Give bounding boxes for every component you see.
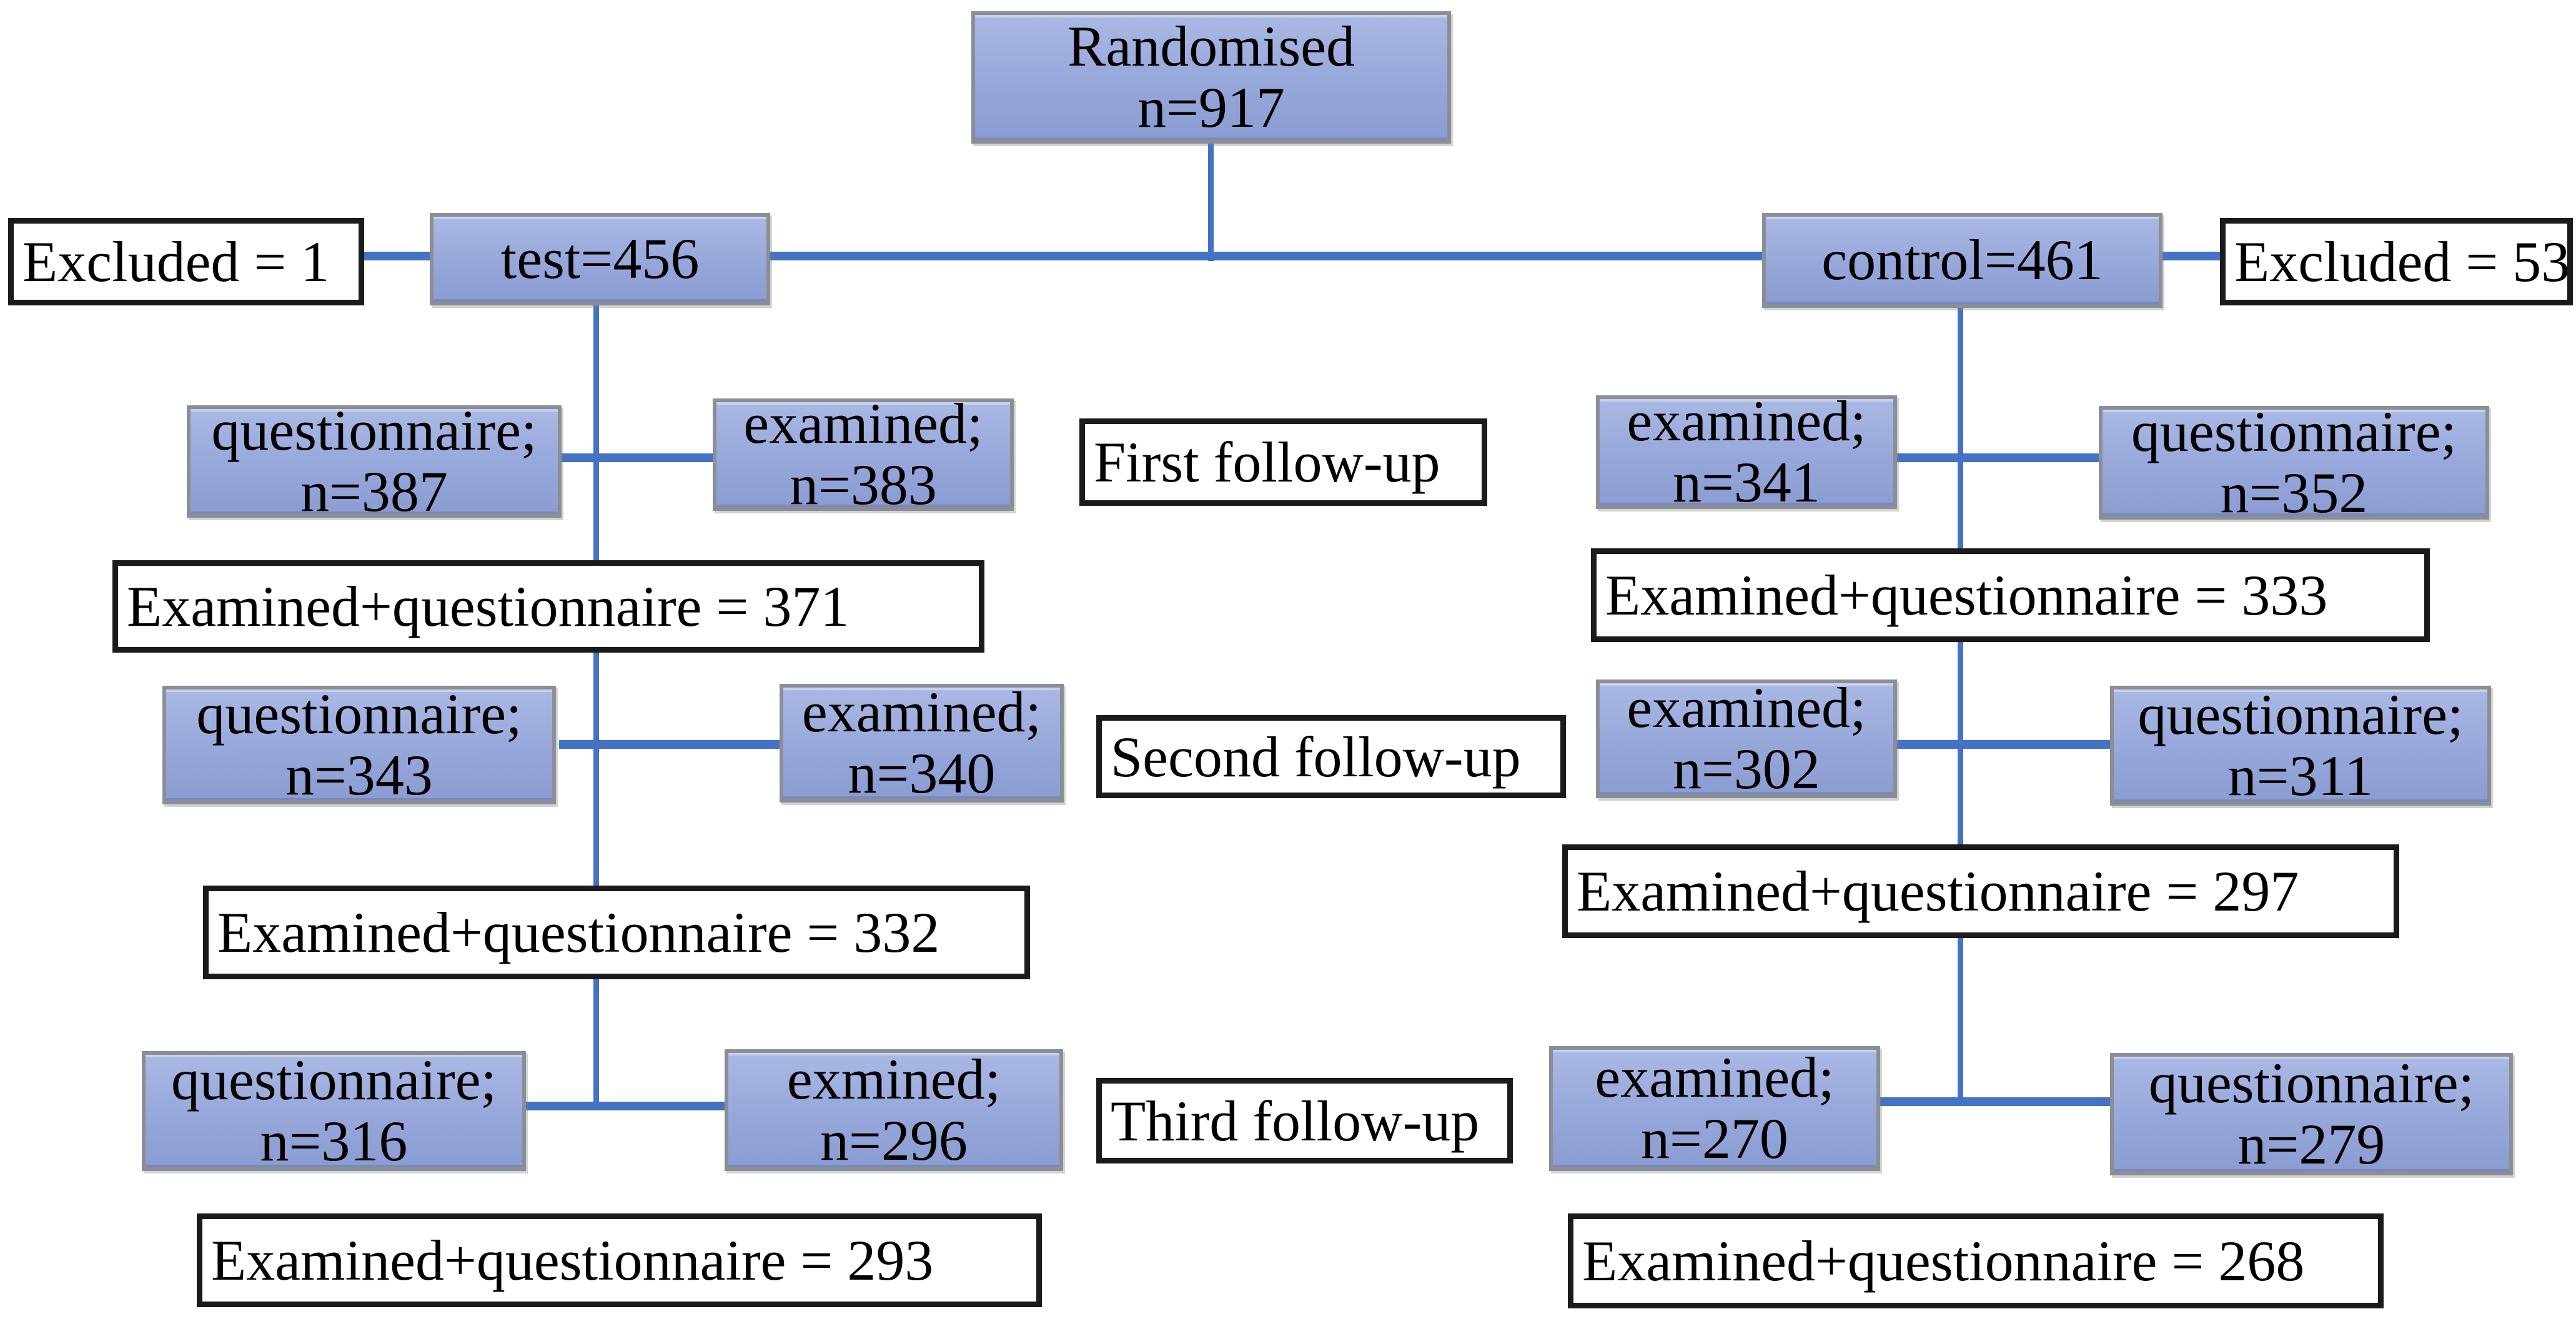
control-row1-connector [1896,453,2099,462]
control-trunk-segment-1 [1958,308,1963,550]
control-combined-box-3: Examined+questionnaire = 268 [1568,1213,2384,1308]
control-examined-node-3: examined; n=270 [1549,1046,1880,1171]
node-label: exmined; [786,1049,1001,1111]
randomised-node: Randomised n=917 [971,11,1451,144]
node-label: questionnaire; [211,405,537,463]
test-trunk-segment-1 [593,305,599,562]
node-count: n=279 [2237,1112,2385,1175]
control-trunk-segment-3 [1958,937,1963,1106]
node-count: n=383 [790,453,937,511]
node-label: examined; [1627,679,1866,740]
control-excluded-box: Excluded = 53 [2220,218,2573,305]
node-label: questionnaire; [2131,406,2457,464]
randomised-count: n=917 [1137,76,1285,139]
test-examined-node-3: exmined; n=296 [725,1049,1063,1171]
followup-label-3: Third follow-up [1096,1078,1513,1163]
node-count: n=311 [2227,744,2374,806]
test-questionnaire-node-2: questionnaire; n=343 [162,686,556,804]
control-row2-connector [1896,740,2110,749]
control-examined-node-2: examined; n=302 [1596,679,1897,798]
followup-label-1: First follow-up [1079,418,1487,506]
node-count: n=302 [1673,737,1820,798]
node-label: questionnaire; [2148,1053,2475,1115]
control-row3-connector [1879,1097,2110,1106]
control-excluded-stub-line [2162,252,2220,260]
control-questionnaire-node-3: questionnaire; n=279 [2110,1053,2513,1175]
followup-label-2: Second follow-up [1096,715,1566,798]
test-row2-connector [559,740,780,749]
node-label: questionnaire; [171,1051,497,1112]
node-label: examined; [1595,1046,1835,1110]
node-count: n=343 [285,743,433,804]
control-examined-node-1: examined; n=341 [1596,395,1897,509]
test-arm-node: test=456 [430,213,770,305]
node-label: examined; [743,398,983,456]
test-questionnaire-node-3: questionnaire; n=316 [142,1051,526,1171]
test-combined-box-1: Examined+questionnaire = 371 [112,560,984,653]
test-excluded-stub-line [363,252,430,260]
root-trunk-line [1208,141,1214,261]
test-row1-connector [562,453,713,462]
control-questionnaire-node-2: questionnaire; n=311 [2110,686,2491,806]
node-count: n=340 [848,741,996,803]
randomised-label: Randomised [1068,14,1355,79]
test-questionnaire-node-1: questionnaire; n=387 [187,405,562,518]
node-count: n=341 [1673,450,1820,509]
node-label: questionnaire; [196,686,522,746]
node-count: n=352 [2220,461,2368,520]
test-trunk-segment-2 [593,653,599,887]
control-questionnaire-node-1: questionnaire; n=352 [2099,406,2489,520]
node-count: n=270 [1641,1107,1788,1170]
control-arm-node: control=461 [1762,213,2162,308]
test-combined-box-3: Examined+questionnaire = 293 [197,1213,1042,1307]
main-branch-line [770,252,1762,260]
node-count: n=316 [260,1109,408,1171]
node-label: questionnaire; [2138,686,2464,747]
test-examined-node-2: examined; n=340 [780,684,1064,803]
control-combined-box-1: Examined+questionnaire = 333 [1591,548,2430,642]
node-label: examined; [801,684,1042,744]
node-label: examined; [1627,395,1866,453]
node-count: n=296 [820,1108,968,1171]
test-row3-connector [525,1102,725,1110]
test-examined-node-1: examined; n=383 [713,398,1014,511]
test-trunk-segment-3 [593,979,599,1110]
node-count: n=387 [300,460,448,518]
test-excluded-box: Excluded = 1 [8,218,364,305]
test-combined-box-2: Examined+questionnaire = 332 [203,886,1030,979]
control-combined-box-2: Examined+questionnaire = 297 [1562,844,2399,938]
